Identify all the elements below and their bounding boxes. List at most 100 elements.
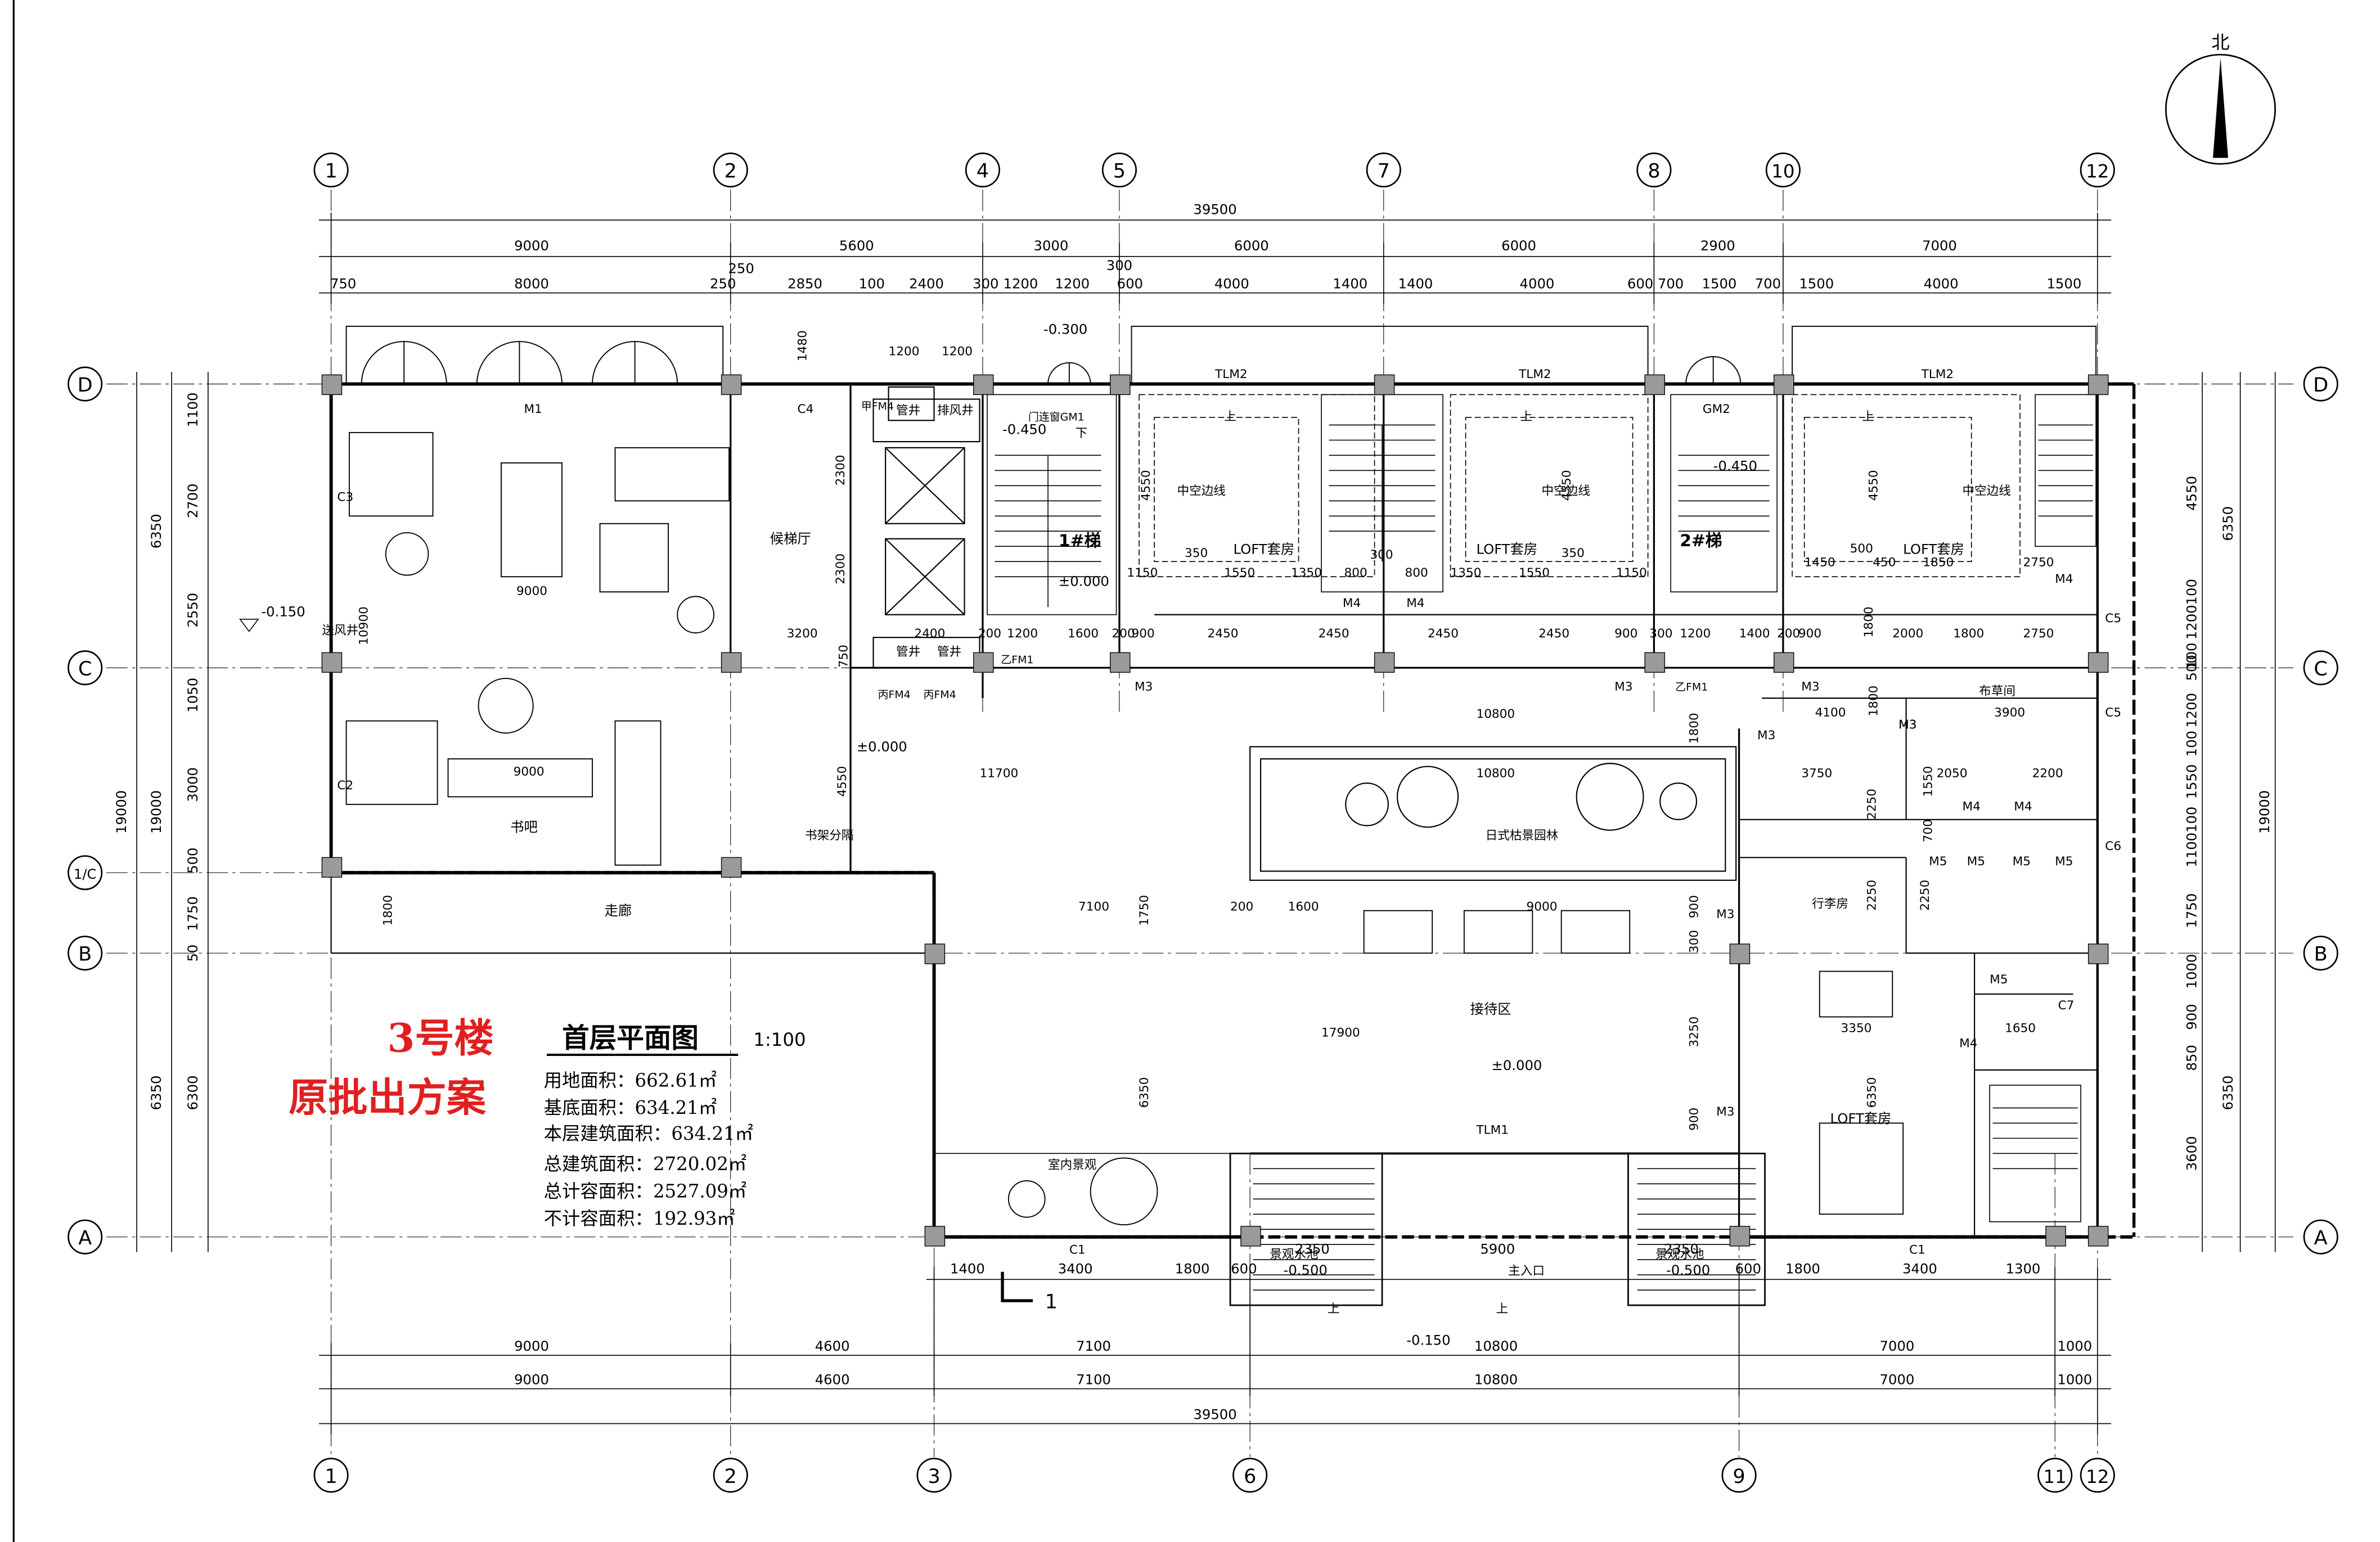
- svg-text:1350: 1350: [1291, 566, 1322, 580]
- svg-text:1200: 1200: [889, 344, 920, 358]
- dimension-chains-bottom: [319, 1267, 2112, 1435]
- room-elevator-hall: 候梯厅: [770, 531, 811, 547]
- svg-text:乙FM1: 乙FM1: [1001, 654, 1033, 666]
- room-reception: 接待区: [1470, 1001, 1511, 1017]
- svg-text:1550: 1550: [2183, 764, 2199, 799]
- svg-text:TLM2: TLM2: [1921, 367, 1954, 381]
- svg-text:4100: 4100: [1815, 705, 1846, 720]
- svg-text:2450: 2450: [1208, 627, 1239, 641]
- svg-text:1750: 1750: [1137, 895, 1151, 926]
- stat-total-area: 总建筑面积：2720.02㎡: [544, 1153, 747, 1175]
- svg-text:600: 600: [1627, 276, 1653, 292]
- svg-text:2350: 2350: [1664, 1240, 1699, 1257]
- svg-text:门连窗GM1: 门连窗GM1: [1028, 411, 1085, 423]
- svg-text:丙FM4: 丙FM4: [924, 689, 956, 701]
- svg-text:2750: 2750: [2023, 555, 2054, 569]
- svg-text:39500: 39500: [1193, 201, 1236, 217]
- svg-text:2450: 2450: [1538, 627, 1569, 641]
- svg-text:900: 900: [1614, 627, 1637, 641]
- svg-text:-0.500: -0.500: [1284, 1262, 1328, 1278]
- grid-top-5: 5: [1113, 160, 1126, 183]
- svg-text:10900: 10900: [357, 606, 371, 645]
- svg-text:上: 上: [1328, 1302, 1340, 1316]
- svg-text:1300: 1300: [2006, 1260, 2041, 1276]
- room-corridor: 走廊: [605, 902, 632, 919]
- svg-text:300: 300: [1649, 627, 1672, 641]
- grid-row-C-left: C: [78, 658, 92, 681]
- svg-text:4000: 4000: [1520, 276, 1555, 292]
- svg-text:1100: 1100: [185, 393, 201, 428]
- svg-text:2850: 2850: [788, 276, 822, 292]
- room-main-entry: 主入口: [1508, 1264, 1545, 1278]
- stat-far-area: 总计容面积：2527.09㎡: [544, 1181, 747, 1202]
- room-void-3: 中空边线: [1962, 484, 2010, 498]
- svg-text:6300: 6300: [185, 1076, 201, 1111]
- svg-text:9000: 9000: [514, 1338, 549, 1354]
- svg-text:900: 900: [1688, 895, 1702, 918]
- grid-row-B-right: B: [2314, 943, 2328, 966]
- svg-text:8000: 8000: [514, 276, 549, 292]
- stat-land-area: 用地面积：662.61㎡: [544, 1070, 717, 1091]
- svg-text:450: 450: [1873, 555, 1896, 569]
- svg-text:2700: 2700: [185, 483, 201, 518]
- svg-text:7000: 7000: [1879, 1338, 1914, 1354]
- svg-text:2000: 2000: [1892, 627, 1923, 641]
- svg-text:2200: 2200: [2032, 766, 2063, 780]
- svg-text:1800: 1800: [1953, 627, 1984, 641]
- grid-bottom-12: 12: [2086, 1466, 2109, 1487]
- svg-text:上: 上: [1520, 410, 1533, 424]
- svg-text:1480: 1480: [796, 330, 810, 361]
- svg-text:C2: C2: [337, 779, 353, 793]
- svg-text:3350: 3350: [1841, 1022, 1871, 1036]
- svg-text:2450: 2450: [1428, 627, 1459, 641]
- svg-text:2900: 2900: [1700, 237, 1735, 254]
- svg-text:M4: M4: [1962, 800, 1980, 814]
- svg-text:800: 800: [1405, 566, 1428, 580]
- svg-text:6000: 6000: [1501, 237, 1536, 254]
- svg-text:7100: 7100: [1076, 1371, 1111, 1387]
- svg-text:1000: 1000: [2057, 1371, 2092, 1387]
- svg-text:3000: 3000: [185, 767, 201, 802]
- svg-text:1200: 1200: [2183, 605, 2199, 640]
- svg-text:1200: 1200: [1004, 276, 1038, 292]
- svg-text:C7: C7: [2058, 999, 2075, 1013]
- svg-text:M3: M3: [1716, 1105, 1734, 1119]
- grid-row-D-left: D: [78, 374, 93, 397]
- svg-text:3200: 3200: [787, 627, 818, 641]
- svg-text:9000: 9000: [516, 585, 547, 599]
- svg-text:1150: 1150: [1127, 566, 1158, 580]
- svg-text:2300: 2300: [834, 554, 848, 585]
- svg-text:±0.000: ±0.000: [1491, 1057, 1542, 1073]
- svg-text:上: 上: [1496, 1302, 1509, 1316]
- svg-text:50: 50: [185, 945, 201, 962]
- grid-bottom-3: 3: [928, 1465, 940, 1488]
- dim-text-bottom: 9000 4600 7100 10800 7000 1000 9000 4600…: [514, 1240, 2092, 1422]
- svg-text:9000: 9000: [514, 237, 549, 254]
- svg-text:1000: 1000: [2183, 954, 2199, 989]
- room-pipe-3: 管井: [896, 645, 920, 659]
- svg-text:甲FM4: 甲FM4: [861, 400, 894, 412]
- svg-text:1600: 1600: [1068, 627, 1099, 641]
- svg-text:19000: 19000: [113, 790, 129, 834]
- svg-text:600: 600: [1231, 1260, 1257, 1276]
- svg-text:6350: 6350: [2220, 506, 2236, 541]
- room-water-1: 景观水池: [1270, 1248, 1318, 1262]
- svg-text:1750: 1750: [185, 896, 201, 931]
- svg-text:750: 750: [330, 276, 356, 292]
- svg-text:600: 600: [1117, 276, 1143, 292]
- grid-row-A-right: A: [2314, 1226, 2328, 1249]
- grid-top-7: 7: [1378, 160, 1390, 183]
- building-number: 3号楼: [388, 1015, 494, 1062]
- door-labels: M1 C4 甲FM4 门连窗GM1 TLM2 TLM2 GM2 TLM2 C3 …: [337, 367, 2121, 1257]
- grid-bottom-11: 11: [2044, 1466, 2067, 1487]
- svg-text:1600: 1600: [1288, 900, 1319, 914]
- grid-top-12: 12: [2086, 161, 2109, 182]
- interior-dims: 1480 1200 1200 1150 350 1550 1350 800 30…: [357, 330, 2063, 1131]
- room-linen: 布草间: [1979, 685, 2015, 699]
- svg-text:下: 下: [1076, 426, 1088, 440]
- room-labels: 候梯厅 书吧 书架分隔 走廊 LOFT套房 LOFT套房 LOFT套房 LOFT…: [322, 404, 2015, 1279]
- grid-top-4: 4: [977, 160, 989, 183]
- drawing-title: 首层平面图: [562, 1023, 699, 1054]
- svg-text:乙FM1: 乙FM1: [1675, 681, 1708, 694]
- svg-text:1350: 1350: [1451, 566, 1482, 580]
